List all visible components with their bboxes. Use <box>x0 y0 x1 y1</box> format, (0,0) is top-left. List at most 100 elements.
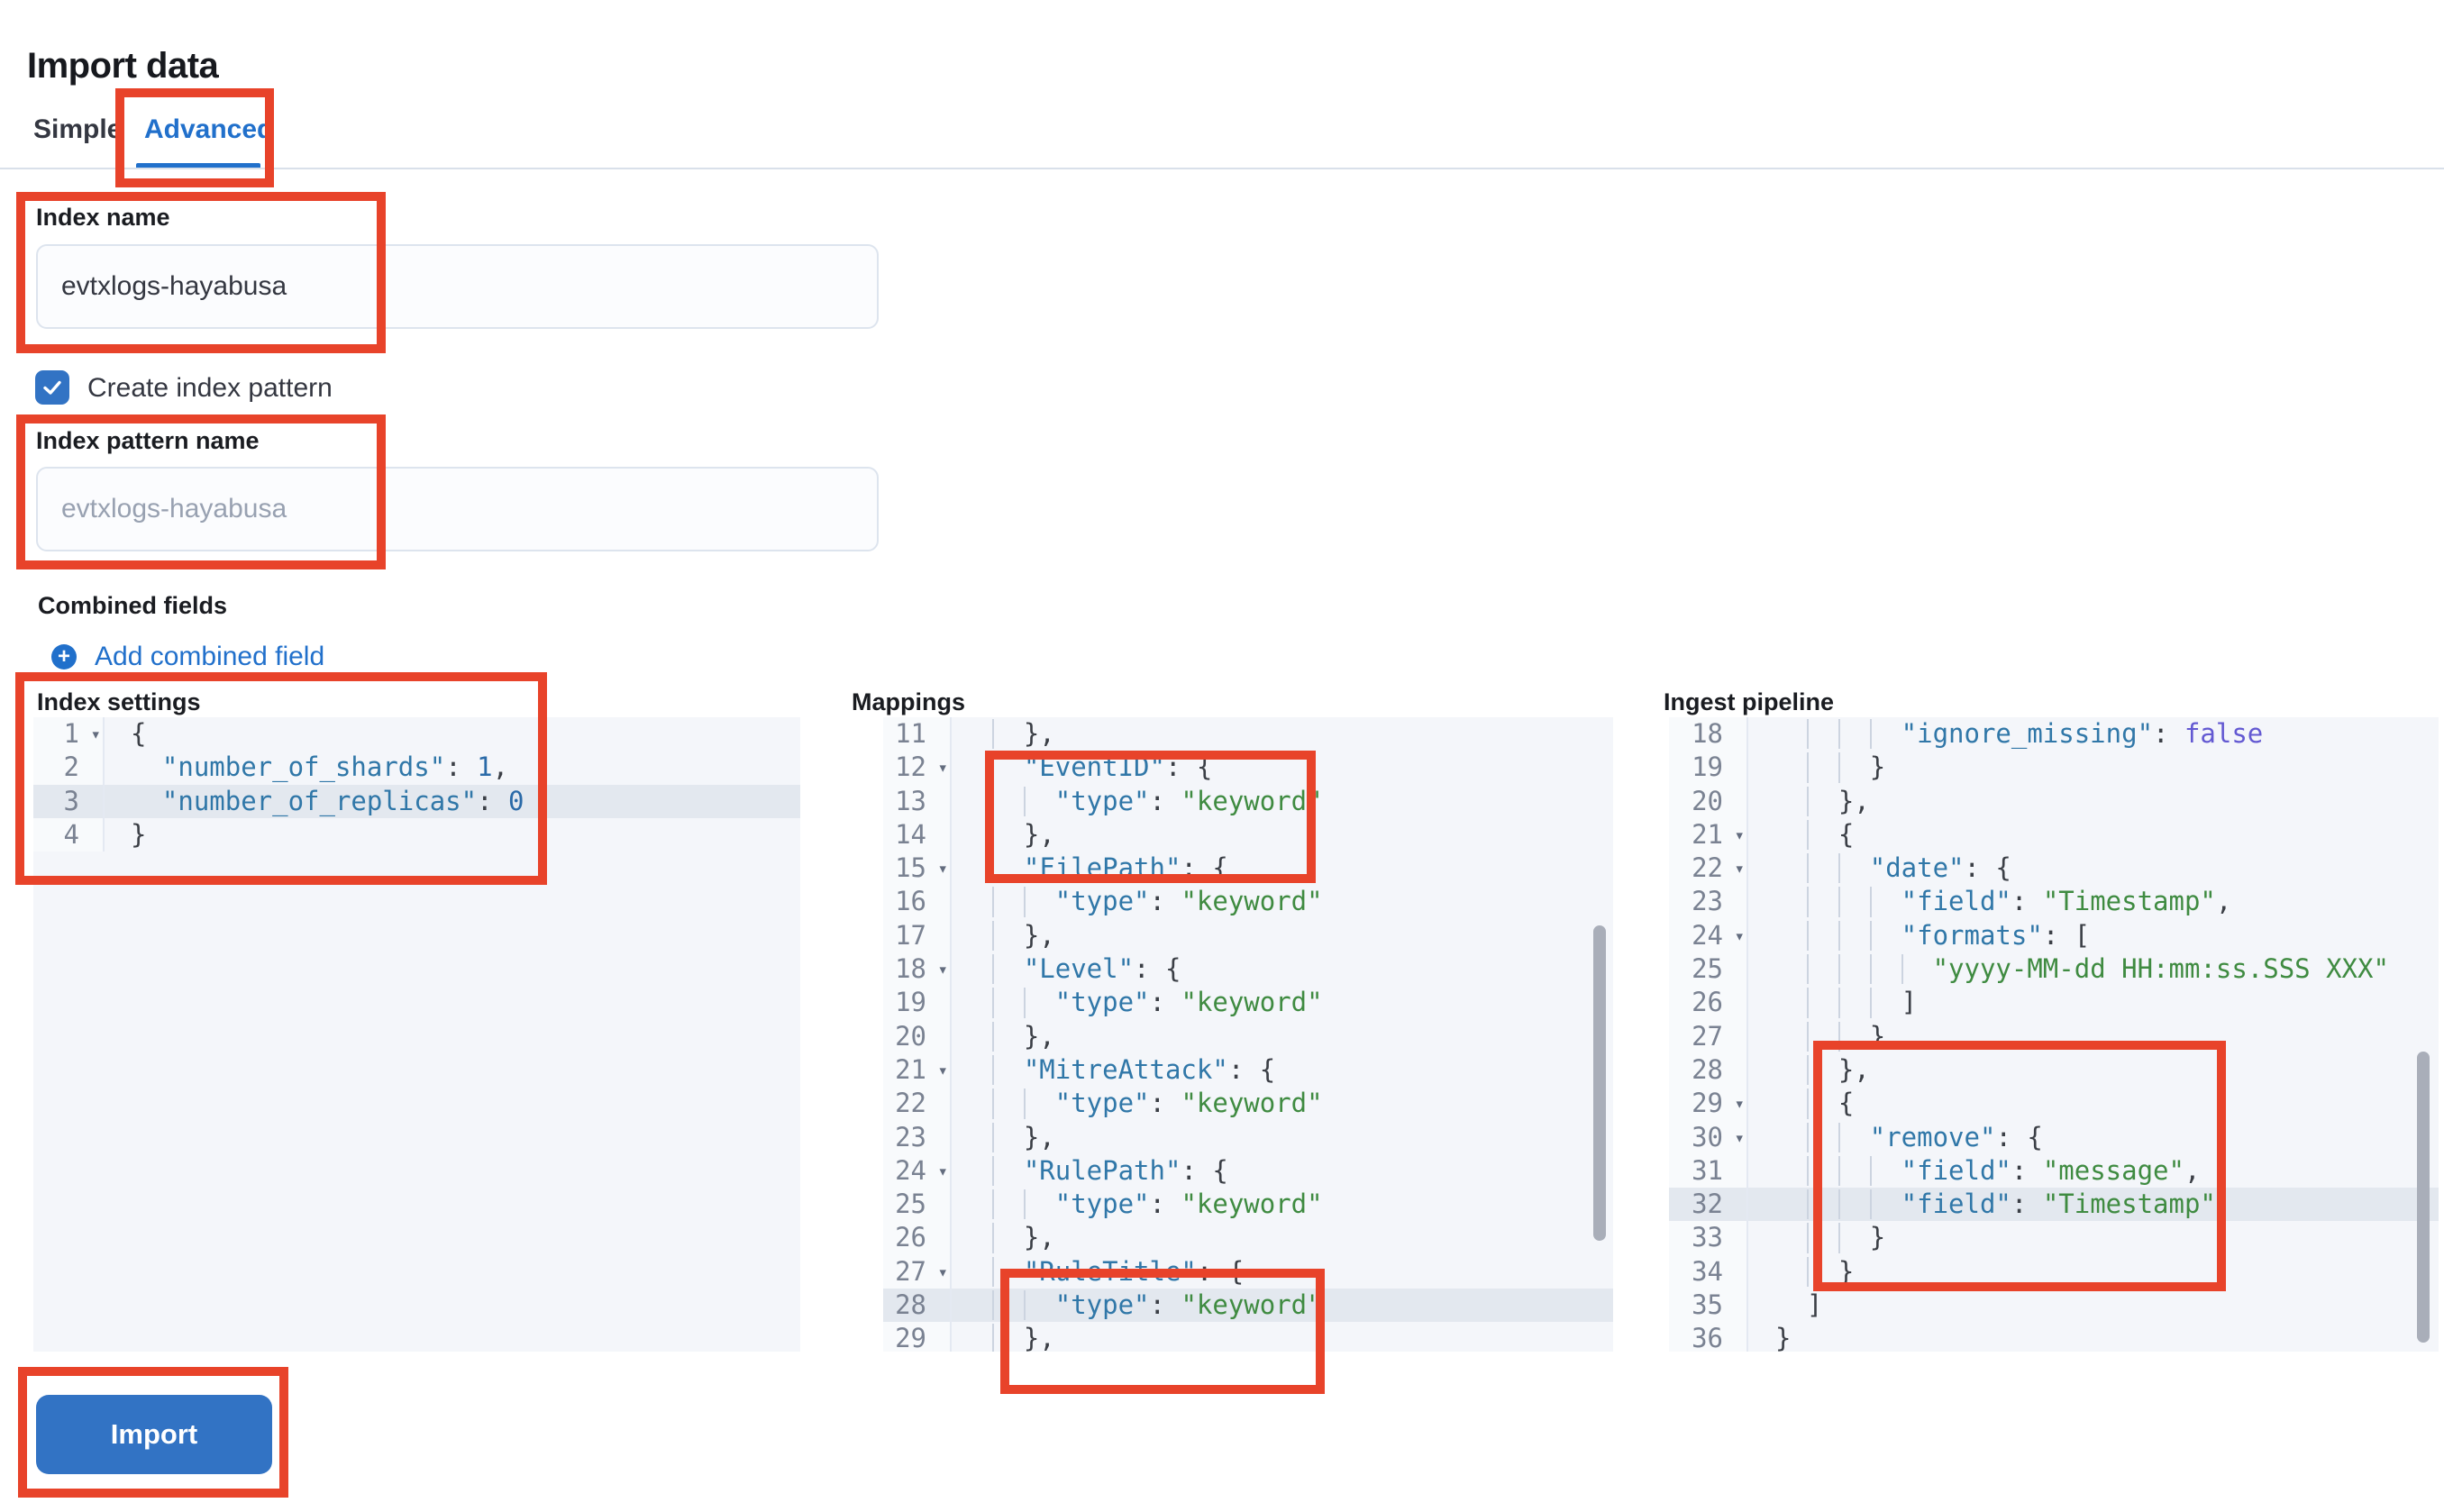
code-line[interactable]: 36} <box>1669 1322 2439 1352</box>
fold-caret-icon[interactable]: ▾ <box>937 758 948 779</box>
code-line[interactable]: 26}, <box>883 1221 1613 1255</box>
fold-caret-icon[interactable]: ▾ <box>1734 1127 1745 1148</box>
code-line[interactable]: 35] <box>1669 1289 2439 1323</box>
indent-guide <box>1838 1122 1840 1152</box>
code-line[interactable]: 27} <box>1669 1019 2439 1053</box>
code-line[interactable]: 28}, <box>1669 1052 2439 1088</box>
fold-caret-icon[interactable]: ▾ <box>1734 925 1745 946</box>
editor-gutter: 11 <box>883 717 952 751</box>
code-content: ] <box>1748 986 2439 1019</box>
line-number: 19 <box>895 987 926 1018</box>
mappings-editor-scrollbar[interactable] <box>1593 925 1606 1241</box>
code-token: : <box>1149 1088 1181 1119</box>
code-line[interactable]: 15▾"FilePath": { <box>883 852 1613 886</box>
tab-advanced[interactable]: Advanced <box>144 114 274 144</box>
code-line[interactable]: 28"type": "keyword" <box>883 1289 1613 1323</box>
index-name-input[interactable] <box>36 244 879 329</box>
tab-simple[interactable]: Simple <box>33 114 123 144</box>
code-line[interactable]: 22"type": "keyword" <box>883 1087 1613 1121</box>
code-line[interactable]: 27▾"RuleTitle": { <box>883 1254 1613 1289</box>
code-line[interactable]: 16"type": "keyword" <box>883 885 1613 919</box>
line-number: 2 <box>63 751 79 783</box>
fold-caret-icon[interactable]: ▾ <box>1734 824 1745 845</box>
code-token: "number_of_replicas" <box>161 785 478 816</box>
code-token: : { <box>1134 953 1181 985</box>
fold-caret-icon[interactable]: ▾ <box>90 724 101 744</box>
code-line[interactable]: 17}, <box>883 918 1613 953</box>
import-button[interactable]: Import <box>36 1395 272 1474</box>
code-token: } <box>1869 1222 1886 1253</box>
code-line[interactable]: 3"number_of_replicas": 0 <box>33 784 800 818</box>
indent-guide <box>991 1021 994 1052</box>
code-line[interactable]: 26] <box>1669 986 2439 1020</box>
code-line[interactable]: 29}, <box>883 1322 1613 1352</box>
code-line[interactable]: 4} <box>33 817 800 852</box>
code-line[interactable]: 32"field": "Timestamp" <box>1669 1188 2439 1222</box>
fold-caret-icon[interactable]: ▾ <box>937 960 948 980</box>
code-line[interactable]: 21▾{ <box>1669 817 2439 852</box>
line-number: 24 <box>1692 919 1723 951</box>
mappings-editor[interactable]: 11},12▾"EventID": {13"type": "keyword"14… <box>883 717 1613 1352</box>
code-token: 1 <box>477 751 493 783</box>
code-line[interactable]: 14}, <box>883 817 1613 852</box>
indent-guide <box>1838 887 1840 917</box>
code-line[interactable]: 24▾"RulePath": { <box>883 1153 1613 1189</box>
add-combined-field-link[interactable]: + Add combined field <box>51 642 324 672</box>
code-content: "yyyy-MM-dd HH:mm:ss.SSS XXX" <box>1748 952 2439 986</box>
indent-guide <box>1806 819 1809 851</box>
indent-guide <box>1869 954 1872 985</box>
indent-guide <box>1838 1189 1840 1220</box>
code-token: } <box>1869 751 1886 783</box>
code-line[interactable]: 18"ignore_missing": false <box>1669 717 2439 751</box>
code-line[interactable]: 11}, <box>883 717 1613 751</box>
fold-caret-icon[interactable]: ▾ <box>937 1060 948 1080</box>
code-line[interactable]: 2"number_of_shards": 1, <box>33 751 800 785</box>
index-settings-label: Index settings <box>37 688 201 715</box>
code-line[interactable]: 18▾"Level": { <box>883 952 1613 987</box>
line-number: 28 <box>895 1289 926 1321</box>
index-settings-editor[interactable]: 1▾{2"number_of_shards": 1,3"number_of_re… <box>33 717 800 1352</box>
line-number: 13 <box>895 785 926 816</box>
code-line[interactable]: 22▾"date": { <box>1669 852 2439 886</box>
index-pattern-name-input[interactable] <box>36 467 879 551</box>
code-line[interactable]: 23"field": "Timestamp", <box>1669 885 2439 919</box>
line-number: 19 <box>1692 751 1723 783</box>
indent-guide <box>991 988 994 1018</box>
code-line[interactable]: 13"type": "keyword" <box>883 784 1613 818</box>
code-line[interactable]: 19"type": "keyword" <box>883 986 1613 1020</box>
code-line[interactable]: 21▾"MitreAttack": { <box>883 1052 1613 1088</box>
code-line[interactable]: 20}, <box>1669 784 2439 818</box>
code-token: "MitreAttack" <box>1023 1053 1228 1085</box>
indent-guide <box>1838 752 1840 783</box>
fold-caret-icon[interactable]: ▾ <box>1734 1094 1745 1115</box>
code-token: "remove" <box>1869 1121 1996 1152</box>
code-line[interactable]: 30▾"remove": { <box>1669 1120 2439 1154</box>
fold-caret-icon[interactable]: ▾ <box>1734 859 1745 879</box>
code-line[interactable]: 23}, <box>883 1120 1613 1154</box>
fold-caret-icon[interactable]: ▾ <box>937 1262 948 1282</box>
code-line[interactable]: 24▾"formats": [ <box>1669 918 2439 953</box>
code-line[interactable]: 20}, <box>883 1019 1613 1053</box>
editor-gutter: 4 <box>33 817 105 852</box>
code-line[interactable]: 25"yyyy-MM-dd HH:mm:ss.SSS XXX" <box>1669 952 2439 987</box>
code-line[interactable]: 12▾"EventID": { <box>883 751 1613 785</box>
code-token: "keyword" <box>1181 1189 1323 1220</box>
code-line[interactable]: 25"type": "keyword" <box>883 1188 1613 1222</box>
fold-caret-icon[interactable]: ▾ <box>937 1161 948 1181</box>
editor-gutter: 34 <box>1669 1254 1748 1289</box>
code-line[interactable]: 29▾{ <box>1669 1087 2439 1121</box>
code-line[interactable]: 31"field": "message", <box>1669 1153 2439 1189</box>
indent-guide <box>1838 853 1840 884</box>
code-line[interactable]: 33} <box>1669 1221 2439 1255</box>
fold-caret-icon[interactable]: ▾ <box>937 859 948 879</box>
indent-guide <box>1838 1021 1840 1052</box>
create-index-pattern-checkbox[interactable] <box>35 370 69 405</box>
code-line[interactable]: 34} <box>1669 1254 2439 1289</box>
code-line[interactable]: 19} <box>1669 751 2439 785</box>
editor-gutter: 27 <box>1669 1019 1748 1053</box>
line-number: 4 <box>63 818 79 850</box>
create-index-pattern-label[interactable]: Create index pattern <box>87 373 333 403</box>
ingest-pipeline-editor-scrollbar[interactable] <box>2417 1052 2430 1343</box>
code-line[interactable]: 1▾{ <box>33 717 800 751</box>
